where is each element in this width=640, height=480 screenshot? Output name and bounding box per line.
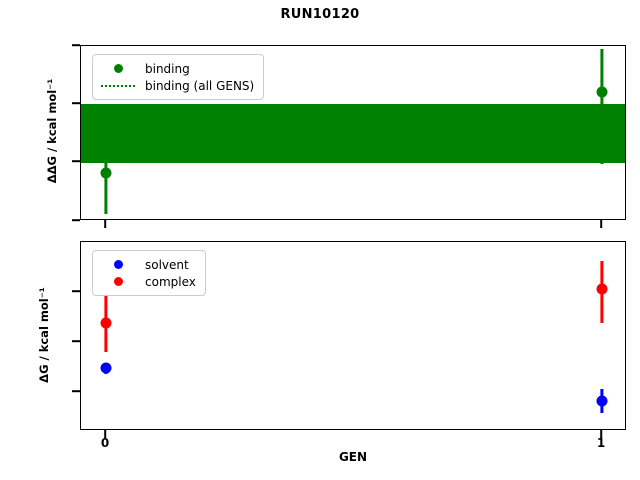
top-panel-axes: binding binding (all GENS) [80,45,626,220]
bottom-ytick-mark-minus53 [72,290,80,292]
solvent-marker-gen0[interactable] [100,362,112,374]
binding-errorbar-gen0 [104,107,108,214]
legend-item-binding[interactable]: binding [100,60,254,77]
legend-label-solvent: solvent [145,257,189,272]
legend-label-binding: binding [145,61,190,76]
bottom-ytick-mark-minus55 [72,390,80,392]
binding-errorbar-gen1 [600,49,604,164]
legend-label-complex: complex [145,274,196,289]
page-title: RUN10120 [280,7,360,22]
binding-marker-icon [100,64,136,73]
solvent-marker-icon [100,260,136,269]
top-panel-legend: binding binding (all GENS) [92,54,265,100]
bottom-panel-y-axis-label: ΔG / kcal mol⁻¹ [37,287,51,383]
top-ytick-mark-0 [72,219,80,221]
xtick-label-1: 1 [596,436,606,450]
top-ytick-mark-2 [72,102,80,104]
x-axis-label: GEN [338,450,368,464]
bottom-xtick-mark-0 [104,430,106,438]
complex-marker-gen1[interactable] [596,283,608,295]
solvent-marker-gen1[interactable] [596,395,608,407]
top-ytick-mark-1 [72,160,80,162]
top-xtick-mark-0 [104,220,106,228]
binding-marker-gen1[interactable] [596,86,608,98]
xtick-label-0: 0 [100,436,110,450]
binding-all-gens-line-icon [100,84,136,87]
legend-item-complex[interactable]: complex [100,273,196,290]
complex-marker-gen0[interactable] [100,317,112,329]
top-ytick-mark-3 [72,44,80,46]
binding-marker-gen0[interactable] [100,167,112,179]
legend-item-binding-all-gens[interactable]: binding (all GENS) [100,77,254,94]
bottom-panel-axes: solvent complex [80,241,626,430]
top-xtick-mark-1 [600,220,602,228]
binding-all-gens-band [81,104,625,163]
legend-item-solvent[interactable]: solvent [100,256,196,273]
legend-label-binding-all-gens: binding (all GENS) [145,78,255,93]
bottom-ytick-mark-minus54 [72,340,80,342]
complex-marker-icon [100,277,136,286]
top-panel-y-axis-label: ΔΔG / kcal mol⁻¹ [45,78,59,184]
bottom-xtick-mark-1 [600,430,602,438]
bottom-panel-legend: solvent complex [92,250,206,296]
